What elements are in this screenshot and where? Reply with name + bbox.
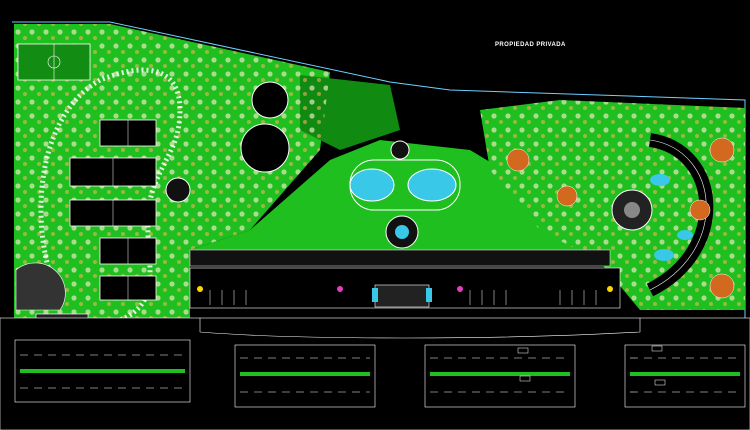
building-strip <box>189 249 611 267</box>
pool-right <box>407 168 457 202</box>
vehicles <box>517 345 666 386</box>
roundabout-left <box>165 177 191 203</box>
amphitheatre <box>15 262 66 311</box>
parking-stalls <box>209 290 597 305</box>
boundary-label: PROPIEDAD PRIVADA <box>495 42 566 48</box>
road-medians <box>20 369 740 376</box>
plaza-north <box>251 81 289 119</box>
entrance-building <box>374 284 430 308</box>
plaza-west <box>240 123 290 173</box>
street-lanes <box>14 339 746 408</box>
accent-markers <box>197 286 613 292</box>
tree-canopy-left <box>14 24 330 330</box>
access-road <box>199 318 641 339</box>
clay-courts <box>506 137 735 299</box>
walkway-loop <box>38 67 183 323</box>
fountain-upper <box>390 140 410 160</box>
pool-left <box>349 168 395 202</box>
